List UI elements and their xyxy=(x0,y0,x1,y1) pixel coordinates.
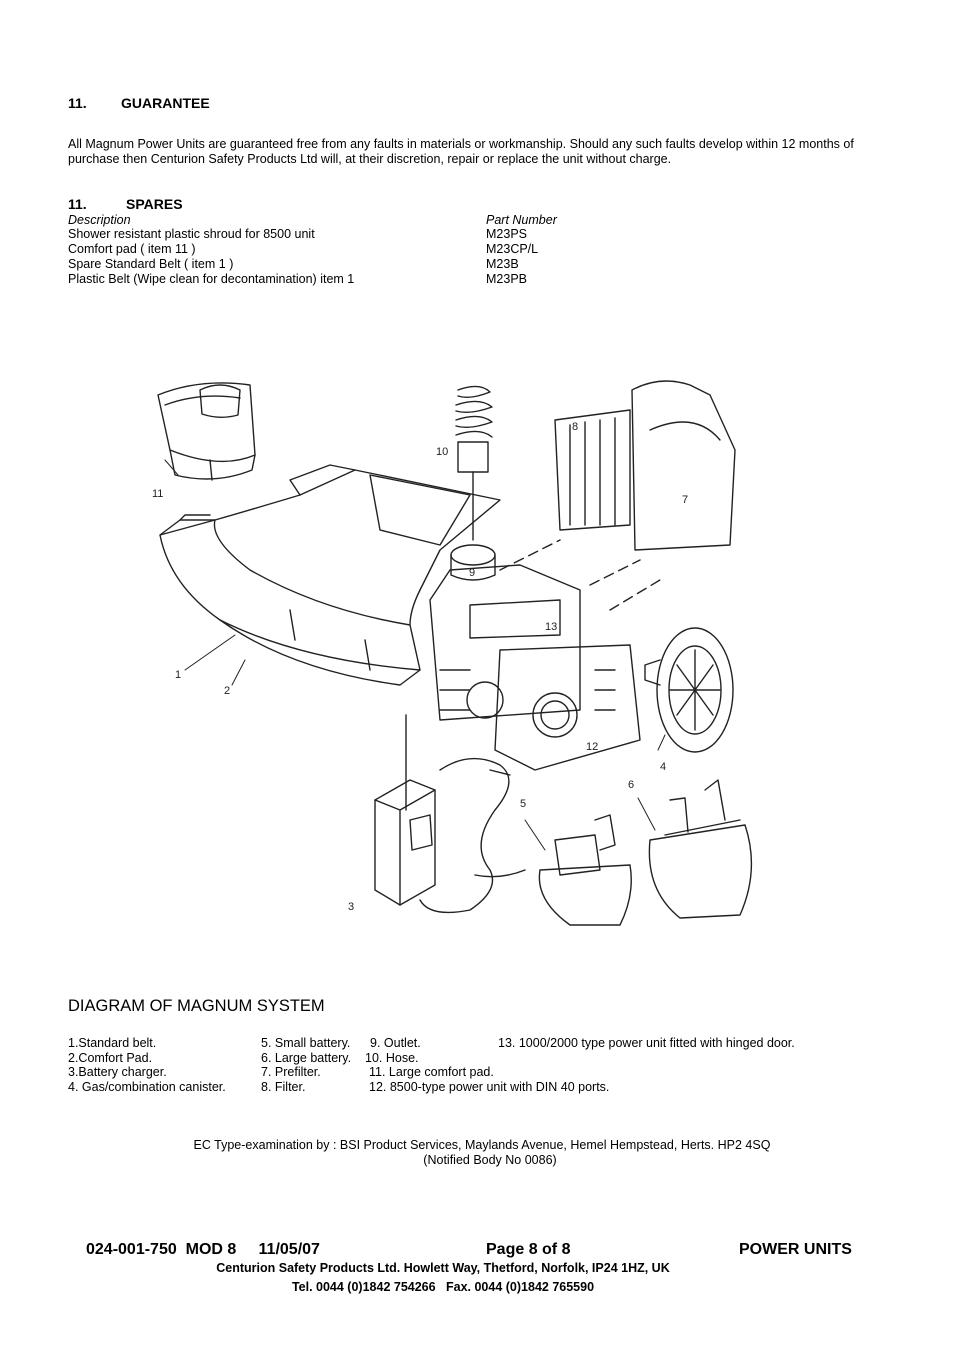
spares-row-description: Plastic Belt (Wipe clean for decontamina… xyxy=(68,272,355,286)
magnum-system-diagram: 1 2 3 4 5 6 7 8 9 10 11 12 13 xyxy=(152,380,753,926)
spares-row-part: M23PS xyxy=(486,227,527,241)
callout-4: 4 xyxy=(660,761,666,773)
callout-13: 13 xyxy=(545,621,557,633)
certification-line1: EC Type-examination by : BSI Product Ser… xyxy=(193,1138,771,1152)
callout-12: 12 xyxy=(586,741,598,753)
spares-number: 11. xyxy=(68,196,87,212)
legend-item: 3.Battery charger. xyxy=(68,1065,167,1079)
legend-item: 11. Large comfort pad. xyxy=(369,1065,494,1079)
guarantee-number: 11. xyxy=(68,95,87,111)
legend-item: 8. Filter. xyxy=(261,1080,306,1094)
spares-heading: SPARES xyxy=(126,196,183,212)
legend-item: 9. Outlet. xyxy=(370,1036,421,1050)
certification-line2: (Notified Body No 0086) xyxy=(423,1153,557,1167)
legend-item: 1.Standard belt. xyxy=(68,1036,157,1050)
legend-item: 4. Gas/combination canister. xyxy=(68,1080,226,1094)
legend-item: 7. Prefilter. xyxy=(261,1065,321,1079)
callout-6: 6 xyxy=(628,779,634,791)
spares-row-description: Comfort pad ( item 11 ) xyxy=(68,242,196,256)
callout-10: 10 xyxy=(436,446,448,458)
footer-section: POWER UNITS xyxy=(739,1241,852,1258)
filter-drawing xyxy=(554,409,631,531)
legend-item: 5. Small battery. xyxy=(261,1036,351,1050)
belt-drawing xyxy=(159,464,501,686)
canister-drawing xyxy=(644,627,734,753)
spares-row-part: M23PB xyxy=(486,272,527,286)
footer-page-number: Page 8 of 8 xyxy=(486,1241,571,1258)
callout-11: 11 xyxy=(152,488,163,500)
hose-drawing xyxy=(450,385,496,581)
guarantee-text-line2: purchase then Centurion Safety Products … xyxy=(68,152,672,166)
spares-row-part: M23CP/L xyxy=(486,242,539,256)
spares-row-description: Spare Standard Belt ( item 1 ) xyxy=(68,257,234,271)
charger-drawing xyxy=(374,757,511,914)
callout-2: 2 xyxy=(224,685,230,697)
spares-col-part: Part Number xyxy=(486,213,557,227)
legend-item: 6. Large battery. xyxy=(261,1051,352,1065)
legend-item: 10. Hose. xyxy=(365,1051,419,1065)
callout-5: 5 xyxy=(520,798,526,810)
small-battery-drawing xyxy=(474,814,632,926)
callout-9: 9 xyxy=(469,567,475,579)
spares-row-description: Shower resistant plastic shroud for 8500… xyxy=(68,227,315,241)
callout-8: 8 xyxy=(572,421,578,433)
legend-item: 2.Comfort Pad. xyxy=(68,1051,153,1065)
guarantee-heading: GUARANTEE xyxy=(121,95,210,111)
callout-3: 3 xyxy=(348,901,354,913)
large-battery-drawing xyxy=(648,779,753,919)
legend-item: 13. 1000/2000 type power unit fitted wit… xyxy=(498,1036,795,1050)
callout-1: 1 xyxy=(175,669,181,681)
callout-7: 7 xyxy=(682,494,688,506)
spares-row-part: M23B xyxy=(486,257,519,271)
spares-col-description: Description xyxy=(68,213,131,227)
comfort-pad-large-drawing xyxy=(157,382,256,481)
guarantee-text-line1: All Magnum Power Units are guaranteed fr… xyxy=(68,137,854,151)
diagram-title: DIAGRAM OF MAGNUM SYSTEM xyxy=(68,997,325,1015)
footer-address: Centurion Safety Products Ltd. Howlett W… xyxy=(216,1261,670,1275)
footer-doc-ref: 024-001-750 MOD 8 11/05/07 xyxy=(86,1241,320,1258)
legend-item: 12. 8500-type power unit with DIN 40 por… xyxy=(369,1080,610,1094)
power-unit-drawing xyxy=(405,564,641,811)
footer-contact: Tel. 0044 (0)1842 754266 Fax. 0044 (0)18… xyxy=(291,1280,595,1294)
prefilter-drawing xyxy=(631,380,736,551)
